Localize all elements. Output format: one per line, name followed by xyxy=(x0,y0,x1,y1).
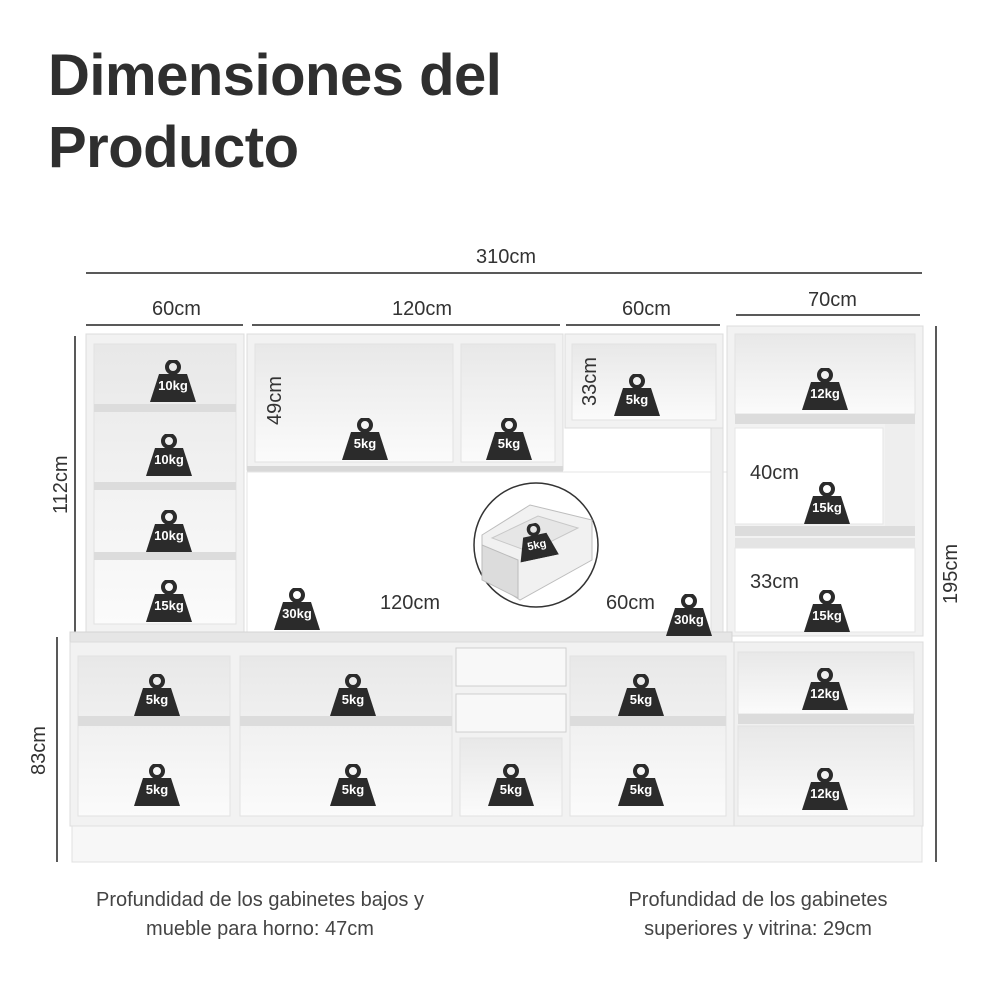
small-cabinet-height-label: 33cm xyxy=(579,357,601,406)
weight-capacity-label: 30kg xyxy=(674,612,704,627)
right-upper-width-label: 60cm xyxy=(622,298,671,320)
depth-note-upper: Profundidad de los gabinetes superiores … xyxy=(628,889,888,940)
weight-capacity-label: 5kg xyxy=(341,692,365,707)
weight-capacity-label: 5kg xyxy=(353,436,377,451)
depth-note-lower: Profundidad de los gabinetes bajos y mue… xyxy=(95,889,424,940)
weight-capacity-label: 12kg xyxy=(810,786,840,801)
weight-capacity-label: 15kg xyxy=(154,598,184,613)
right-side-panel xyxy=(710,427,724,635)
upper-shelf-height-label: 49cm xyxy=(264,376,286,425)
weight-capacity-label: 12kg xyxy=(810,686,840,701)
weight-capacity-label: 5kg xyxy=(145,782,169,797)
weight-capacity-icon: 12kg xyxy=(802,667,848,710)
weight-capacity-icon: 5kg xyxy=(486,417,532,460)
weight-capacity-label: 5kg xyxy=(145,692,169,707)
weight-capacity-label: 30kg xyxy=(282,606,312,621)
tower-width-label: 70cm xyxy=(808,289,857,311)
counter-right-label: 60cm xyxy=(606,592,655,614)
weight-capacity-label: 15kg xyxy=(812,500,842,515)
weight-capacity-label: 5kg xyxy=(341,782,365,797)
weight-capacity-label: 15kg xyxy=(812,608,842,623)
weight-capacity-icon: 30kg xyxy=(274,587,320,630)
left-tower-height-label: 112cm xyxy=(50,455,72,514)
weight-capacity-icon: 5kg xyxy=(330,763,376,806)
weight-capacity-icon: 30kg xyxy=(666,593,712,636)
weight-capacity-icon: 10kg xyxy=(146,509,192,552)
weight-capacity-label: 10kg xyxy=(154,452,184,467)
weight-capacity-label: 12kg xyxy=(810,386,840,401)
weight-capacity-icon: 5kg xyxy=(134,673,180,716)
weight-capacity-icon: 5kg xyxy=(618,763,664,806)
center-upper-width-label: 120cm xyxy=(392,298,453,320)
drawer-1 xyxy=(455,647,567,687)
weight-capacity-icon: 5kg xyxy=(513,519,559,563)
weight-capacity-icon: 5kg xyxy=(488,763,534,806)
total-width-label: 310cm xyxy=(476,246,537,268)
countertop xyxy=(69,631,733,643)
weight-capacity-label: 5kg xyxy=(629,692,653,707)
weight-capacity-icon: 15kg xyxy=(146,579,192,622)
drawer-2 xyxy=(455,693,567,733)
weight-capacity-label: 5kg xyxy=(499,782,523,797)
title-line-2: Producto xyxy=(48,115,299,180)
weight-capacity-icon: 15kg xyxy=(804,481,850,524)
weight-capacity-icon: 12kg xyxy=(802,367,848,410)
page-title: Dimensiones del Producto xyxy=(48,40,748,184)
title-line-1: Dimensiones del xyxy=(48,43,502,108)
weight-capacity-label: 5kg xyxy=(629,782,653,797)
plinth xyxy=(71,825,923,863)
weight-capacity-icon: 5kg xyxy=(342,417,388,460)
counter-left-label: 120cm xyxy=(380,592,441,614)
weight-capacity-icon: 10kg xyxy=(146,433,192,476)
weight-capacity-icon: 15kg xyxy=(804,589,850,632)
tower-niche-1-label: 40cm xyxy=(750,462,799,484)
weight-capacity-icon: 5kg xyxy=(614,373,660,416)
tower-niche-2-label: 33cm xyxy=(750,571,799,593)
weight-capacity-icon: 5kg xyxy=(618,673,664,716)
weight-capacity-icon: 5kg xyxy=(330,673,376,716)
weight-capacity-label: 10kg xyxy=(158,378,188,393)
weight-capacity-icon: 12kg xyxy=(802,767,848,810)
weight-capacity-icon: 10kg xyxy=(150,359,196,402)
weight-capacity-label: 5kg xyxy=(497,436,521,451)
lower-height-label: 83cm xyxy=(28,726,50,775)
weight-capacity-label: 10kg xyxy=(154,528,184,543)
left-upper-width-label: 60cm xyxy=(152,298,201,320)
weight-capacity-label: 5kg xyxy=(625,392,649,407)
weight-capacity-icon: 5kg xyxy=(134,763,180,806)
total-height-label: 195cm xyxy=(940,543,962,604)
